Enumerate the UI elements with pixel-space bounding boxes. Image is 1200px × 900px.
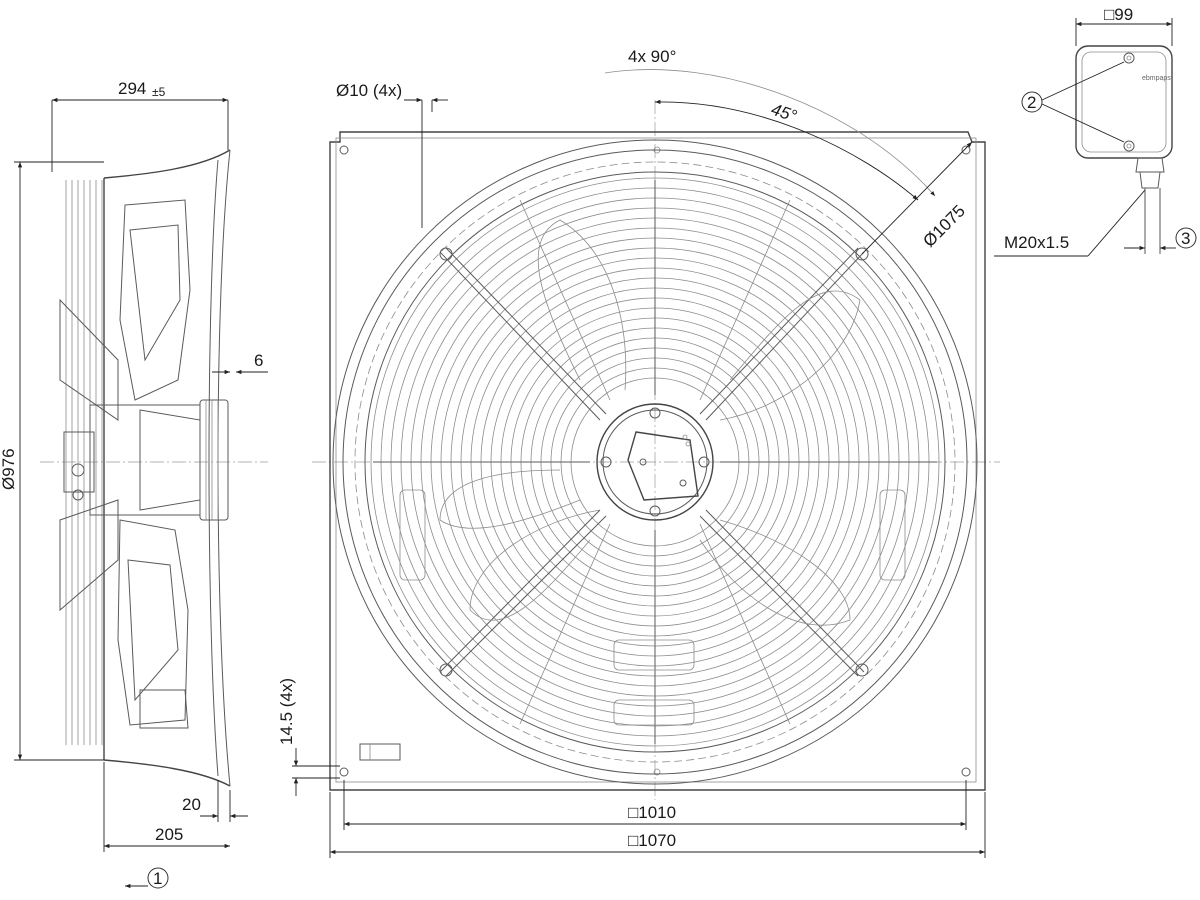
corner-holes <box>339 145 971 777</box>
side-view: 294 ±5 Ø976 6 20 205 1 <box>0 79 268 889</box>
side-motor <box>63 399 229 521</box>
rating-label <box>359 743 401 761</box>
brand-label: ebmpapst <box>1142 75 1173 82</box>
dim-angle-45: 45° <box>769 100 800 126</box>
guard-spokes <box>373 180 937 744</box>
dim-294: 294 <box>118 79 146 98</box>
dim-1010: □1010 <box>628 803 676 822</box>
dim-99: □99 <box>1104 5 1133 24</box>
side-blades <box>59 199 191 729</box>
dim-205: 205 <box>155 825 183 844</box>
callout-3: 3 <box>1181 229 1190 248</box>
dim-6: 6 <box>254 351 263 370</box>
dim-1075: Ø1075 <box>919 201 969 251</box>
side-guard-wires <box>65 180 103 745</box>
dim-294-tolerance: ±5 <box>152 85 166 99</box>
front-hub <box>596 403 714 521</box>
dim-hole: Ø10 (4x) <box>336 81 402 100</box>
callout-2: 2 <box>1027 93 1036 112</box>
mounting-plate <box>329 131 986 791</box>
callout-1: 1 <box>153 869 162 888</box>
dim-angle-4x90: 4x 90° <box>628 47 676 66</box>
dim-20: 20 <box>182 795 201 814</box>
front-blades <box>399 219 906 726</box>
dim-14-5: 14.5 (4x) <box>277 678 296 745</box>
dim-thread: M20x1.5 <box>1004 233 1069 252</box>
guard-bolts <box>439 247 869 677</box>
dim-1070: □1070 <box>628 831 676 850</box>
front-view: Ø10 (4x) 4x 90° 45° Ø1075 14.5 (4x) □101… <box>277 47 1000 858</box>
dim-976: Ø976 <box>0 448 18 490</box>
terminal-box-detail: ebmpapst □99 2 M20x1.5 3 <box>994 5 1197 257</box>
